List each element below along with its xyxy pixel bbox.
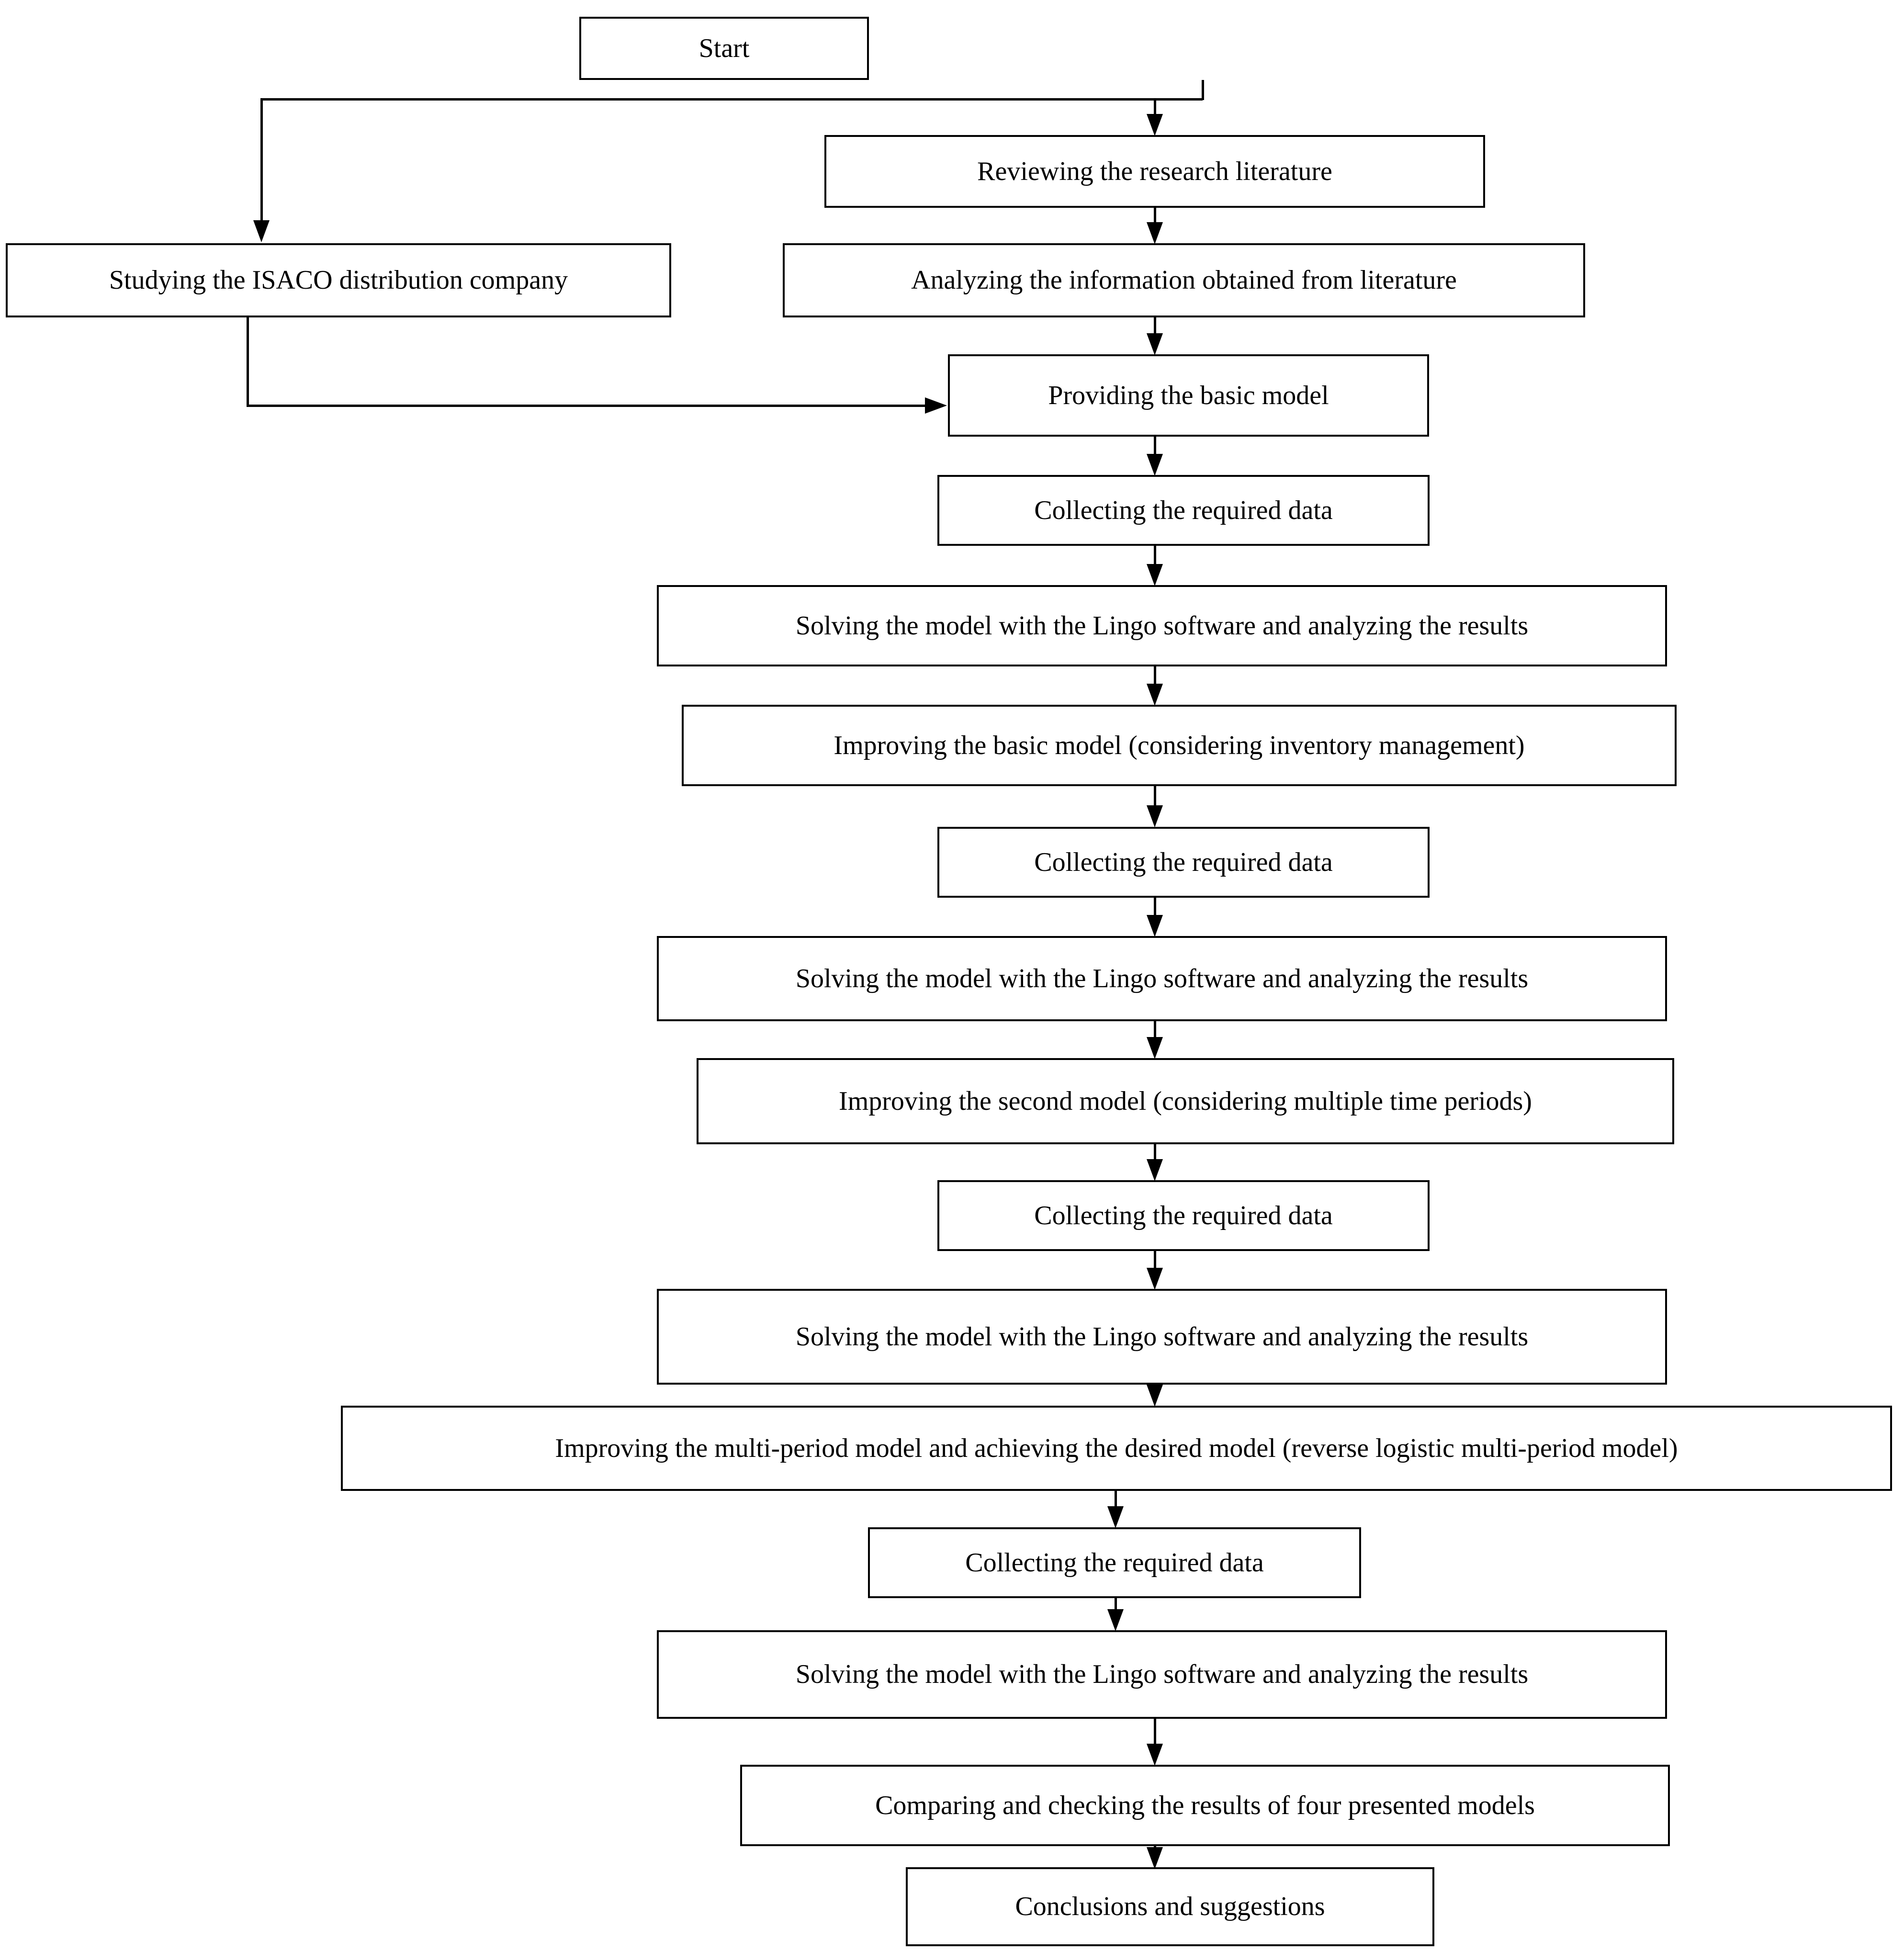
connector-collect-3-to-solve-3 [1154, 1251, 1156, 1269]
connector-bus-to-isaco [260, 98, 263, 222]
flow-node-comparing-results[interactable]: Comparing and checking the results of fo… [740, 1765, 1670, 1846]
flow-node-improving-multi-period-model[interactable]: Improving the multi-period model and ach… [341, 1406, 1892, 1491]
flow-node-label: Solving the model with the Lingo softwar… [795, 1659, 1529, 1690]
flow-node-label: Solving the model with the Lingo softwar… [795, 610, 1529, 641]
flow-node-label: Reviewing the research literature [977, 156, 1332, 186]
flow-node-label: Analyzing the information obtained from … [911, 265, 1457, 295]
connector-split-bus [261, 98, 1203, 101]
flow-node-label: Providing the basic model [1048, 380, 1329, 410]
flow-node-conclusions[interactable]: Conclusions and suggestions [906, 1867, 1434, 1946]
flow-node-label: Collecting the required data [1034, 847, 1333, 877]
flow-node-label: Start [699, 33, 750, 63]
connector-isaco-down [247, 317, 249, 406]
flow-node-label: Improving the basic model (considering i… [834, 730, 1525, 760]
flow-node-collecting-data-1[interactable]: Collecting the required data [937, 475, 1430, 546]
flow-node-improving-second-model[interactable]: Improving the second model (considering … [697, 1058, 1674, 1144]
arrowhead-to-basic-model [1147, 333, 1163, 355]
flow-node-solving-model-3[interactable]: Solving the model with the Lingo softwar… [657, 1289, 1667, 1385]
connector-isaco-to-basic-model [247, 405, 926, 407]
flow-node-label: Improving the multi-period model and ach… [555, 1433, 1678, 1463]
arrowhead-isaco-to-basic-model [925, 397, 947, 414]
arrowhead-to-analyzing [1147, 222, 1163, 244]
connector-bus-to-reviewing [1154, 98, 1156, 117]
flow-node-providing-basic-model[interactable]: Providing the basic model [948, 354, 1429, 437]
connector-collect-2-to-solve-2 [1154, 898, 1156, 917]
connector-solve-2-to-improve-second [1154, 1021, 1156, 1038]
flow-node-label: Comparing and checking the results of fo… [875, 1790, 1535, 1820]
flow-node-label: Conclusions and suggestions [1015, 1892, 1325, 1922]
flow-node-label: Collecting the required data [965, 1547, 1264, 1578]
flow-node-studying-isaco[interactable]: Studying the ISACO distribution company [6, 243, 671, 317]
connector-reviewing-to-analyzing [1154, 208, 1156, 225]
arrowhead-to-improve-basic [1147, 684, 1163, 706]
connector-improve-second-to-collect-3 [1154, 1144, 1156, 1162]
flow-node-collecting-data-4[interactable]: Collecting the required data [868, 1527, 1361, 1598]
flow-node-label: Studying the ISACO distribution company [109, 265, 568, 295]
arrowhead-to-collect-1 [1147, 454, 1163, 476]
flow-node-label: Solving the model with the Lingo softwar… [795, 963, 1529, 993]
arrowhead-to-solve-2 [1147, 915, 1163, 937]
connector-solve-4-to-compare [1154, 1719, 1156, 1747]
arrowhead-to-reviewing [1147, 114, 1163, 136]
arrowhead-to-collect-4 [1107, 1506, 1124, 1528]
arrowhead-to-solve-1 [1147, 564, 1163, 586]
flow-node-collecting-data-3[interactable]: Collecting the required data [937, 1180, 1430, 1251]
flow-node-improving-basic-model[interactable]: Improving the basic model (considering i… [682, 705, 1677, 786]
connector-start-to-bus [1202, 80, 1204, 100]
arrowhead-to-collect-2 [1147, 805, 1163, 827]
flow-node-label: Solving the model with the Lingo softwar… [795, 1321, 1529, 1352]
flow-node-solving-model-1[interactable]: Solving the model with the Lingo softwar… [657, 585, 1667, 666]
arrowhead-to-collect-3 [1147, 1159, 1163, 1181]
flow-node-start[interactable]: Start [579, 17, 869, 80]
connector-collect-1-to-solve-1 [1154, 546, 1156, 565]
connector-basic-model-to-collect-1 [1154, 437, 1156, 457]
arrowhead-to-compare [1147, 1744, 1163, 1766]
connector-improve-multi-to-collect-4 [1115, 1491, 1117, 1508]
arrowhead-to-improve-multi [1147, 1385, 1163, 1407]
flow-node-solving-model-4[interactable]: Solving the model with the Lingo softwar… [657, 1630, 1667, 1719]
connector-collect-4-to-solve-4 [1115, 1598, 1117, 1613]
flow-node-reviewing-literature[interactable]: Reviewing the research literature [824, 135, 1485, 208]
arrowhead-to-solve-4 [1107, 1609, 1124, 1631]
arrowhead-to-isaco [253, 220, 270, 242]
connector-analyzing-to-basic-model [1154, 317, 1156, 337]
connector-improve-basic-to-collect-2 [1154, 786, 1156, 806]
flow-node-label: Collecting the required data [1034, 495, 1333, 525]
flow-node-collecting-data-2[interactable]: Collecting the required data [937, 827, 1430, 898]
flow-node-label: Improving the second model (considering … [839, 1086, 1532, 1116]
flow-node-solving-model-2[interactable]: Solving the model with the Lingo softwar… [657, 936, 1667, 1021]
flow-node-label: Collecting the required data [1034, 1200, 1333, 1230]
connector-solve-1-to-improve-basic [1154, 666, 1156, 686]
arrowhead-to-solve-3 [1147, 1268, 1163, 1290]
arrowhead-to-improve-second [1147, 1037, 1163, 1059]
flow-node-analyzing-information[interactable]: Analyzing the information obtained from … [783, 243, 1585, 317]
arrowhead-to-conclusions [1147, 1847, 1163, 1869]
